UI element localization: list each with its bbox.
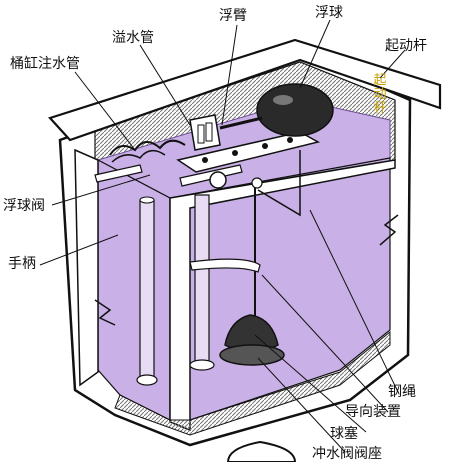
ballcock-head [189,114,221,151]
label-overflow-pipe: 溢水管 [112,30,154,46]
label-tank-inlet: 桶缸注水管 [10,56,80,72]
overflow-pipe-base [136,374,158,386]
bowl-connector [226,440,297,463]
water-body-left [97,159,171,421]
tank-floor [114,330,391,436]
label-lift-rod: 起动杆 [385,38,427,54]
inlet-tube [109,139,186,156]
lever-pivot [209,171,227,189]
label-lift-rod-on-tank: 起动杆 [373,73,387,116]
label-float-arm: 浮臂 [219,8,247,24]
label-float-valve: 浮球阀 [3,198,45,214]
left-wall-cut [74,148,99,387]
overflow-pipe-top [139,196,155,204]
lift-chain [257,150,301,217]
flush-handle [94,164,143,183]
overflow-pipe [139,199,155,381]
tank-lid-rim [48,38,442,142]
fill-valve-column [194,194,210,366]
label-guide: 导向装置 [345,404,401,420]
label-float-ball: 浮球 [315,5,343,21]
leader-lines [39,19,406,453]
flush-valve-seat [219,344,285,366]
label-chain: 钢绳 [388,384,416,400]
torn-edge-right [379,214,399,246]
torn-edge-left [94,299,116,326]
label-handle: 手柄 [8,256,36,272]
float-ball [256,83,334,137]
guide-bracket [189,258,261,273]
label-flush-valve-seat: 冲水阀阀座 [312,446,382,462]
label-stopper: 球塞 [330,426,358,442]
float-arm [176,131,321,173]
